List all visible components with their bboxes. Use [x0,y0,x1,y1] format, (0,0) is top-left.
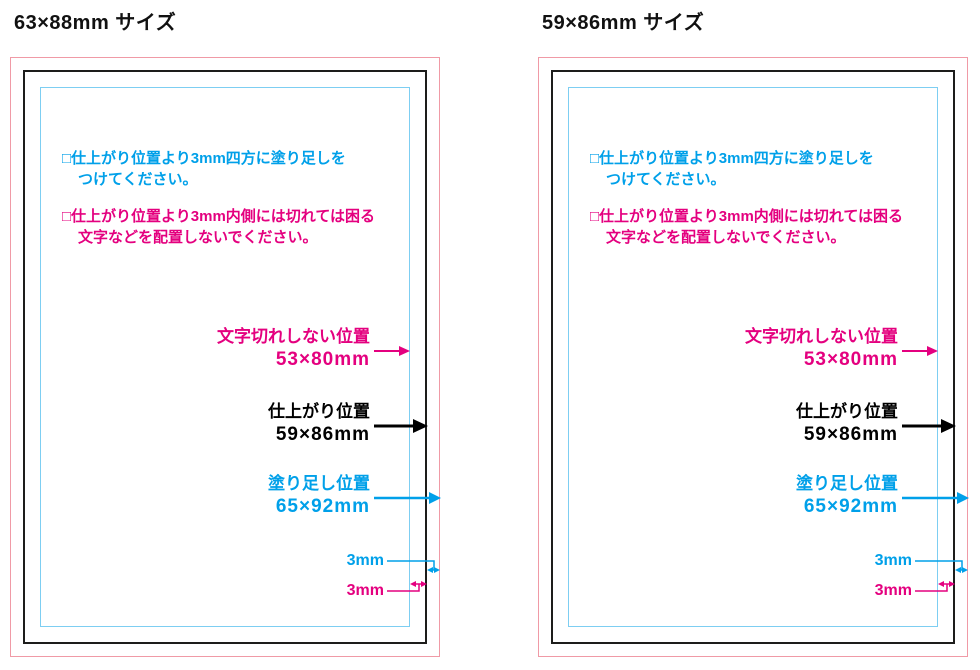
safe-area-size: 53×80mm [275,349,370,370]
panel-59x86-size: 59×86mm サイズ □仕上がり位置より3mm四方に塗り足しを つけてください… [528,0,980,670]
bleed-size-name: 塗り足し位置 [796,474,898,493]
bleed-note-line2: つけてください。 [606,171,726,188]
safe-outline [568,87,938,627]
bleed-gap-dimension-label: 3mm [874,552,912,569]
bleed-note-line1: □仕上がり位置より3mm四方に塗り足しを [62,150,346,167]
safe-note-line2: 文字などを配置しないでください。 [606,229,846,246]
finished-outline [551,70,955,644]
safe-note-line1: □仕上がり位置より3mm内側には切れては困る [62,208,376,225]
bleed-size-name: 塗り足し位置 [268,474,370,493]
panel-title: 59×86mm サイズ [542,12,705,34]
bleed-instruction-note: □仕上がり位置より3mm四方に塗り足しを つけてください。 [590,148,874,190]
safe-instruction-note: □仕上がり位置より3mm内側には切れては困る 文字などを配置しないでください。 [590,206,903,248]
safe-area-callout: 文字切れしない位置 53×80mm [745,326,898,372]
safe-area-name: 文字切れしない位置 [745,327,898,346]
bleed-note-line1: □仕上がり位置より3mm四方に塗り足しを [590,150,874,167]
safe-instruction-note: □仕上がり位置より3mm内側には切れては困る 文字などを配置しないでください。 [62,206,375,248]
safe-note-line2: 文字などを配置しないでください。 [78,229,318,246]
bleed-instruction-note: □仕上がり位置より3mm四方に塗り足しを つけてください。 [62,148,346,190]
safe-outline [40,87,410,627]
safe-area-size: 53×80mm [803,349,898,370]
safe-area-callout: 文字切れしない位置 53×80mm [217,326,370,372]
bleed-note-line2: つけてください。 [78,171,198,188]
safe-gap-dimension-label: 3mm [874,582,912,599]
panel-63x88-size: 63×88mm サイズ □仕上がり位置より3mm四方に塗り足しを つけてください… [0,0,452,670]
safe-gap-dimension-label: 3mm [346,582,384,599]
bleed-size-size: 65×92mm [275,496,370,517]
finished-size-callout: 仕上がり位置 59×86mm [268,401,370,447]
bleed-size-size: 65×92mm [803,496,898,517]
panel-title: 63×88mm サイズ [14,12,177,34]
bleed-size-callout: 塗り足し位置 65×92mm [268,473,370,519]
bleed-outline [10,57,440,657]
finished-outline [23,70,427,644]
bleed-gap-dimension-label: 3mm [346,552,384,569]
finished-size-callout: 仕上がり位置 59×86mm [796,401,898,447]
finished-size-name: 仕上がり位置 [796,402,898,421]
safe-area-name: 文字切れしない位置 [217,327,370,346]
safe-note-line1: □仕上がり位置より3mm内側には切れては困る [590,208,904,225]
bleed-size-callout: 塗り足し位置 65×92mm [796,473,898,519]
finished-size-name: 仕上がり位置 [268,402,370,421]
bleed-outline [538,57,968,657]
finished-size-size: 59×86mm [803,424,898,445]
finished-size-size: 59×86mm [275,424,370,445]
